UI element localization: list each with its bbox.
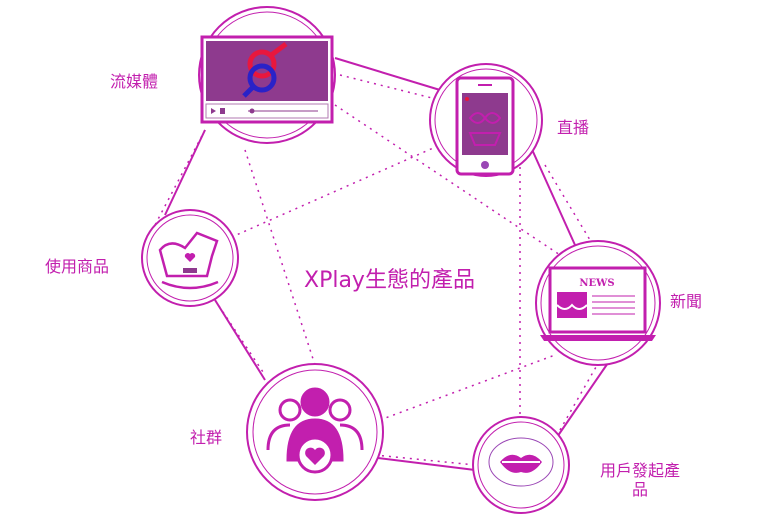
lips-speech-icon bbox=[488, 437, 554, 487]
label-news: 新聞 bbox=[670, 292, 703, 311]
label-goods: 使用商品 bbox=[45, 257, 110, 276]
label-media: 流媒體 bbox=[110, 72, 159, 91]
label-ugc-line1: 用戶發起產 bbox=[599, 461, 680, 480]
community-heart-icon bbox=[266, 387, 364, 474]
dotted-connections bbox=[154, 74, 601, 466]
label-ugc: 用戶發起產 品 bbox=[590, 461, 690, 499]
rocking-horse-icon bbox=[158, 231, 219, 290]
label-social: 社群 bbox=[190, 428, 223, 447]
label-live: 直播 bbox=[557, 118, 590, 137]
phone-live-icon bbox=[455, 76, 515, 176]
news-icon-text: NEWS bbox=[579, 278, 614, 289]
label-ugc-line2: 品 bbox=[631, 480, 648, 499]
diagram-title: XPlay生態的產品 bbox=[304, 268, 475, 293]
solid-connections bbox=[164, 57, 611, 471]
video-player-icon bbox=[200, 35, 334, 124]
laptop-news-icon: NEWS bbox=[540, 266, 656, 341]
